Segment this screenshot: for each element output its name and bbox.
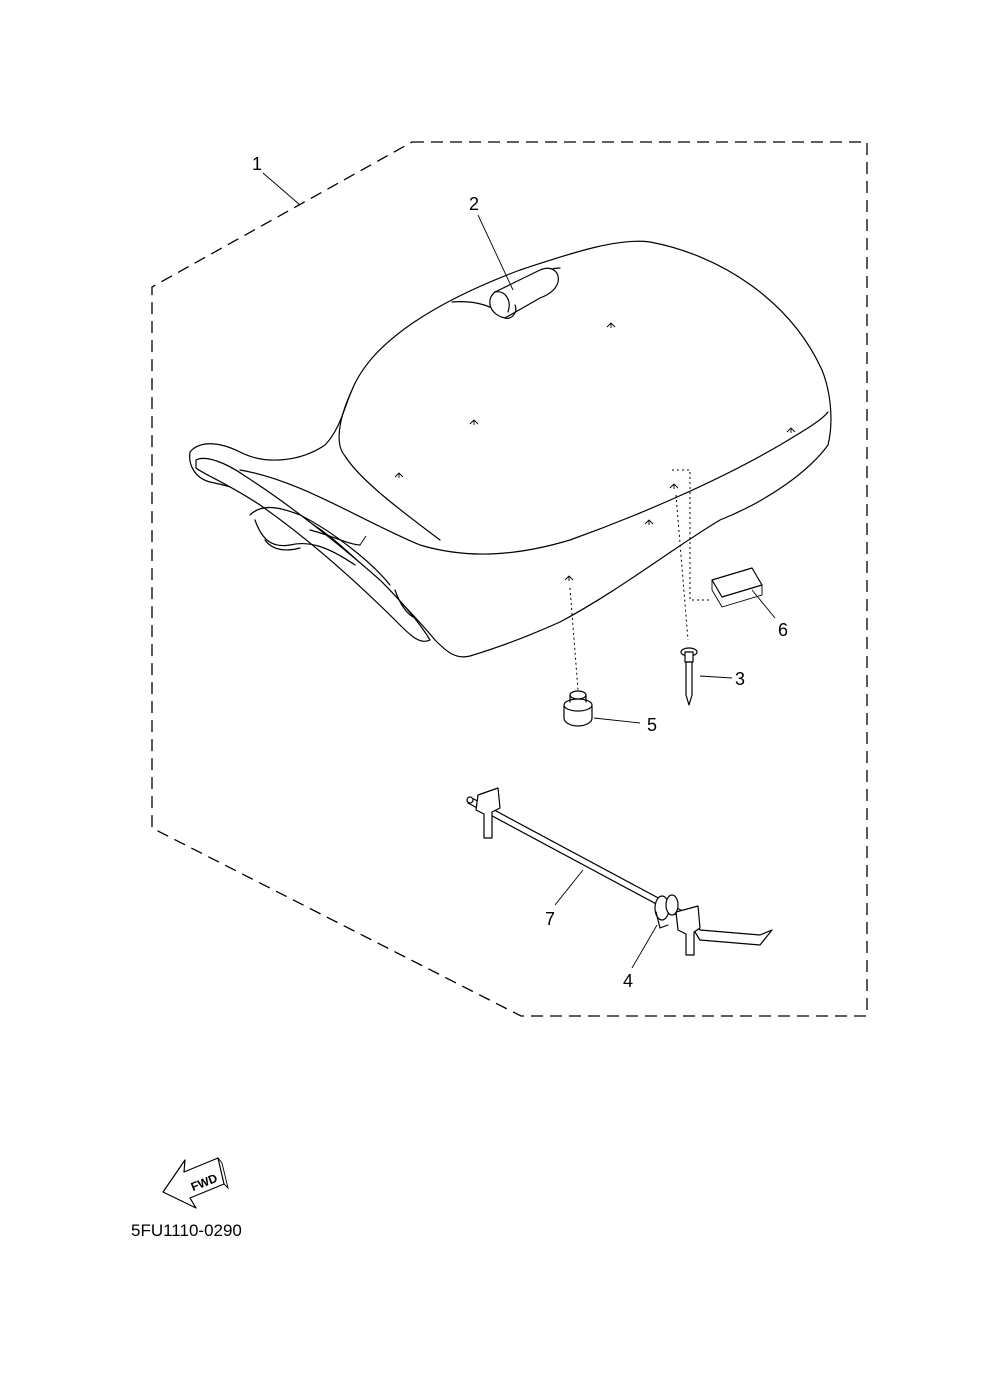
callout-6: 6 xyxy=(778,620,788,640)
callout-2: 2 xyxy=(469,194,479,214)
diagram-code: 5FU1110-0290 xyxy=(131,1221,242,1240)
callout-4: 4 xyxy=(623,971,633,991)
leader-3 xyxy=(699,675,733,679)
leader-4 xyxy=(631,924,658,969)
callout-5: 5 xyxy=(647,715,657,735)
assembly-boundary xyxy=(151,141,868,1017)
callout-7: 7 xyxy=(545,909,555,929)
callout-3: 3 xyxy=(735,669,745,689)
part-2-strap xyxy=(489,267,559,319)
part-3-pin xyxy=(675,494,698,706)
leader-1 xyxy=(262,172,301,206)
part-4-clip xyxy=(654,894,679,929)
fwd-arrow-icon: FWD xyxy=(162,1157,229,1209)
leader-2 xyxy=(477,214,514,291)
leader-7 xyxy=(554,869,584,906)
callout-1: 1 xyxy=(252,154,262,174)
leader-5 xyxy=(593,717,641,724)
seat-assembly xyxy=(189,240,832,658)
leader-6 xyxy=(751,589,776,619)
part-6-plate xyxy=(672,469,763,608)
part-5-damper xyxy=(563,587,593,727)
part-7-rod xyxy=(466,787,773,956)
